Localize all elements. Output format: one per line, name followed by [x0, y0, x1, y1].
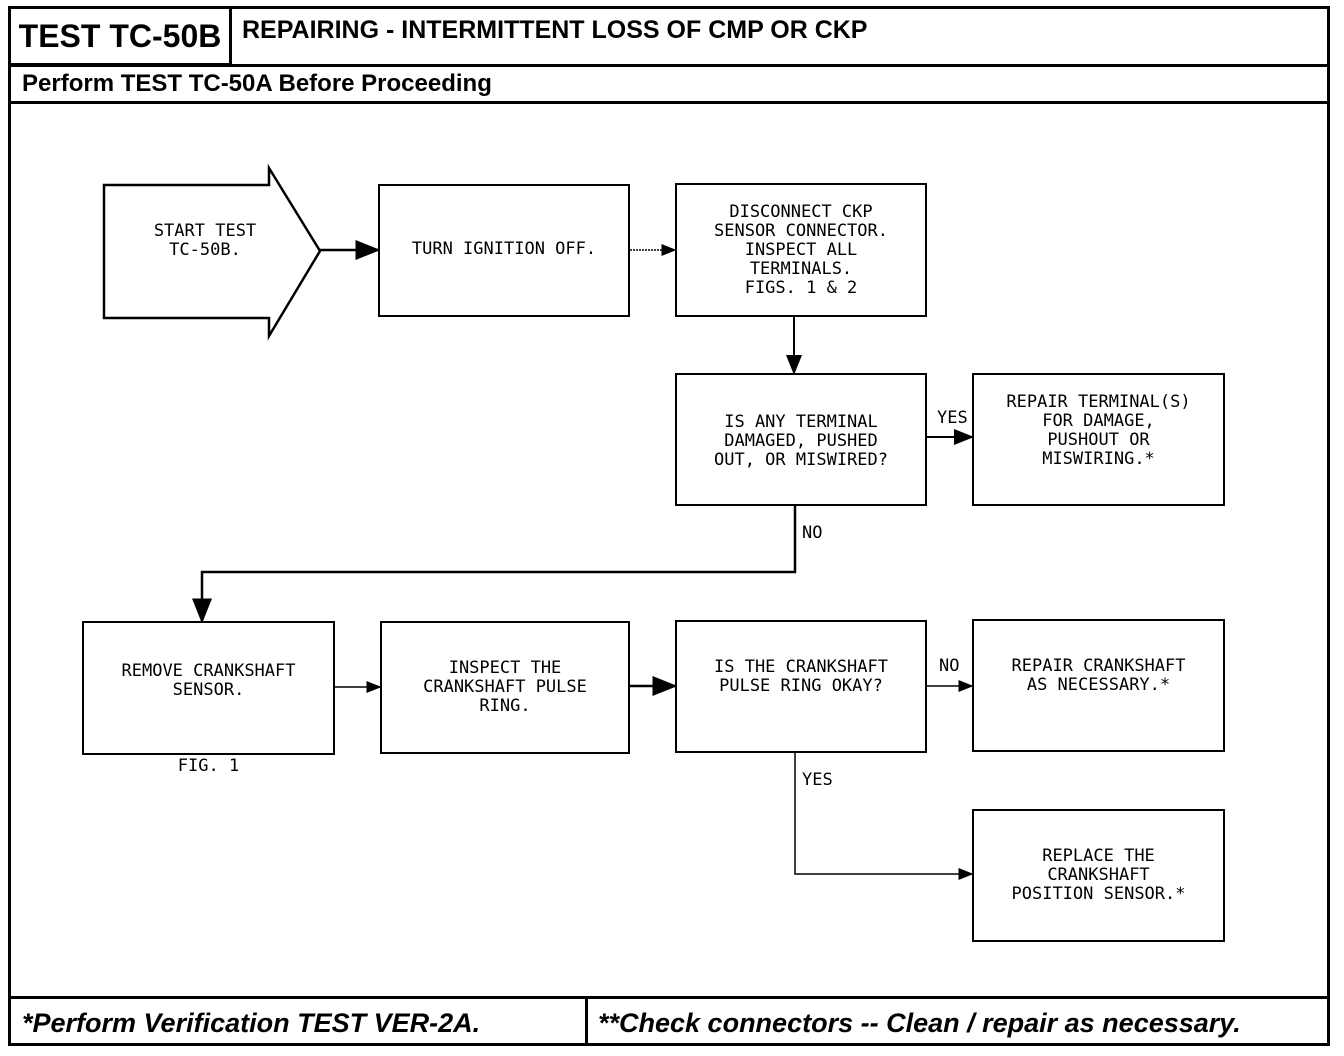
figure-reference: FIG. 1	[177, 756, 240, 776]
header-divider	[8, 64, 1330, 67]
page-title: REPAIRING - INTERMITTENT LOSS OF CMP OR …	[242, 16, 868, 44]
no-label-ring: NO	[939, 656, 960, 676]
yes-label-ring: YES	[802, 770, 833, 790]
repair-terminal-step: REPAIR TERMINAL(S) FOR DAMAGE, PUSHOUT O…	[972, 373, 1225, 506]
subtitle-divider	[8, 101, 1330, 104]
start-arrow-shape	[102, 163, 322, 341]
replace-crankshaft-sensor-step: REPLACE THE CRANKSHAFT POSITION SENSOR.*	[972, 809, 1225, 942]
no-label-terminal: NO	[802, 523, 823, 543]
connector-yes-to-replace-sensor	[794, 752, 974, 880]
terminal-damage-question: IS ANY TERMINAL DAMAGED, PUSHED OUT, OR …	[675, 373, 927, 506]
yes-label-terminal: YES	[937, 408, 968, 428]
diagram-frame	[8, 6, 1330, 1046]
subtitle: Perform TEST TC-50A Before Proceeding	[22, 70, 492, 97]
pulse-ring-question: IS THE CRANKSHAFT PULSE RING OKAY?	[675, 620, 927, 753]
turn-ignition-off-step: TURN IGNITION OFF.	[378, 184, 630, 317]
disconnect-ckp-step: DISCONNECT CKP SENSOR CONNECTOR. INSPECT…	[675, 183, 927, 317]
remove-crankshaft-sensor-step: REMOVE CRANKSHAFT SENSOR. FIG. 1	[82, 621, 335, 776]
footer-divider	[8, 996, 1330, 999]
inspect-pulse-ring-step: INSPECT THE CRANKSHAFT PULSE RING.	[380, 621, 630, 754]
footer-column-divider	[585, 996, 588, 1046]
connector-no-to-remove-sensor	[192, 506, 797, 624]
repair-crankshaft-step: REPAIR CRANKSHAFT AS NECESSARY.*	[972, 619, 1225, 752]
footer-connector-note: **Check connectors -- Clean / repair as …	[598, 1008, 1241, 1038]
footer-verification-note: *Perform Verification TEST VER-2A.	[22, 1008, 481, 1038]
remove-sensor-text: REMOVE CRANKSHAFT SENSOR.	[121, 661, 296, 700]
start-test-label: START TEST TC-50B.	[153, 221, 257, 260]
